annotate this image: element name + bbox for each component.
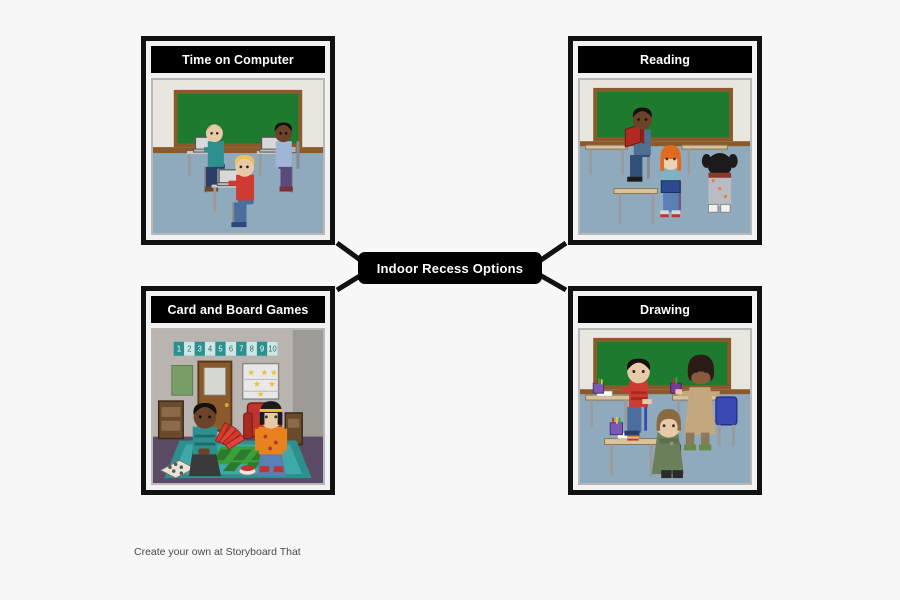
svg-text:5: 5	[218, 345, 222, 354]
panel-title-text: Reading	[639, 52, 690, 67]
panel-inner: Drawing	[578, 296, 752, 485]
panel-inner: Time on Computer	[151, 46, 325, 235]
svg-text:★: ★	[268, 380, 276, 390]
center-node[interactable]: Indoor Recess Options	[358, 252, 542, 284]
svg-text:★: ★	[253, 380, 261, 390]
connector-reading	[536, 240, 568, 265]
panel-title-bar: Reading	[578, 46, 752, 73]
panel-drawing[interactable]: Drawing	[568, 286, 762, 495]
svg-text:★: ★	[247, 368, 255, 378]
svg-text:10: 10	[268, 345, 276, 354]
panel-illustration-games: 1 2 3 4 5 6 7 8 9 10	[151, 328, 325, 485]
panel-title-text: Card and Board Games	[167, 302, 309, 317]
svg-text:1: 1	[177, 345, 181, 354]
svg-text:7: 7	[239, 345, 243, 354]
panel-inner: Card and Board Games 1 2 3 4	[151, 296, 325, 485]
panel-reading[interactable]: Reading	[568, 36, 762, 245]
svg-text:9: 9	[260, 345, 264, 354]
svg-text:★: ★	[261, 368, 269, 378]
panel-title-bar: Drawing	[578, 296, 752, 323]
svg-text:4: 4	[208, 345, 213, 354]
connector-drawing	[536, 271, 568, 293]
svg-text:3: 3	[198, 345, 202, 354]
panel-title-text: Drawing	[639, 302, 690, 317]
svg-text:★: ★	[270, 368, 278, 378]
panel-inner: Reading	[578, 46, 752, 235]
footer-attribution: Create your own at Storyboard That	[134, 546, 301, 558]
footer-text: Create your own at Storyboard That	[134, 546, 301, 558]
panel-illustration-drawing	[578, 328, 752, 485]
panel-time-on-computer[interactable]: Time on Computer	[141, 36, 335, 245]
number-strip: 1 2 3 4 5 6 7 8 9 10	[173, 341, 279, 357]
svg-text:6: 6	[229, 345, 233, 354]
panel-title-text: Time on Computer	[182, 52, 294, 67]
center-node-label: Indoor Recess Options	[376, 260, 524, 276]
svg-text:8: 8	[250, 345, 254, 354]
svg-text:★: ★	[257, 390, 265, 400]
panel-title-bar: Card and Board Games	[151, 296, 325, 323]
panel-card-and-board-games[interactable]: Card and Board Games 1 2 3 4	[141, 286, 335, 495]
svg-text:2: 2	[187, 345, 191, 354]
panel-illustration-computer	[151, 78, 325, 235]
panel-illustration-reading	[578, 78, 752, 235]
panel-title-bar: Time on Computer	[151, 46, 325, 73]
